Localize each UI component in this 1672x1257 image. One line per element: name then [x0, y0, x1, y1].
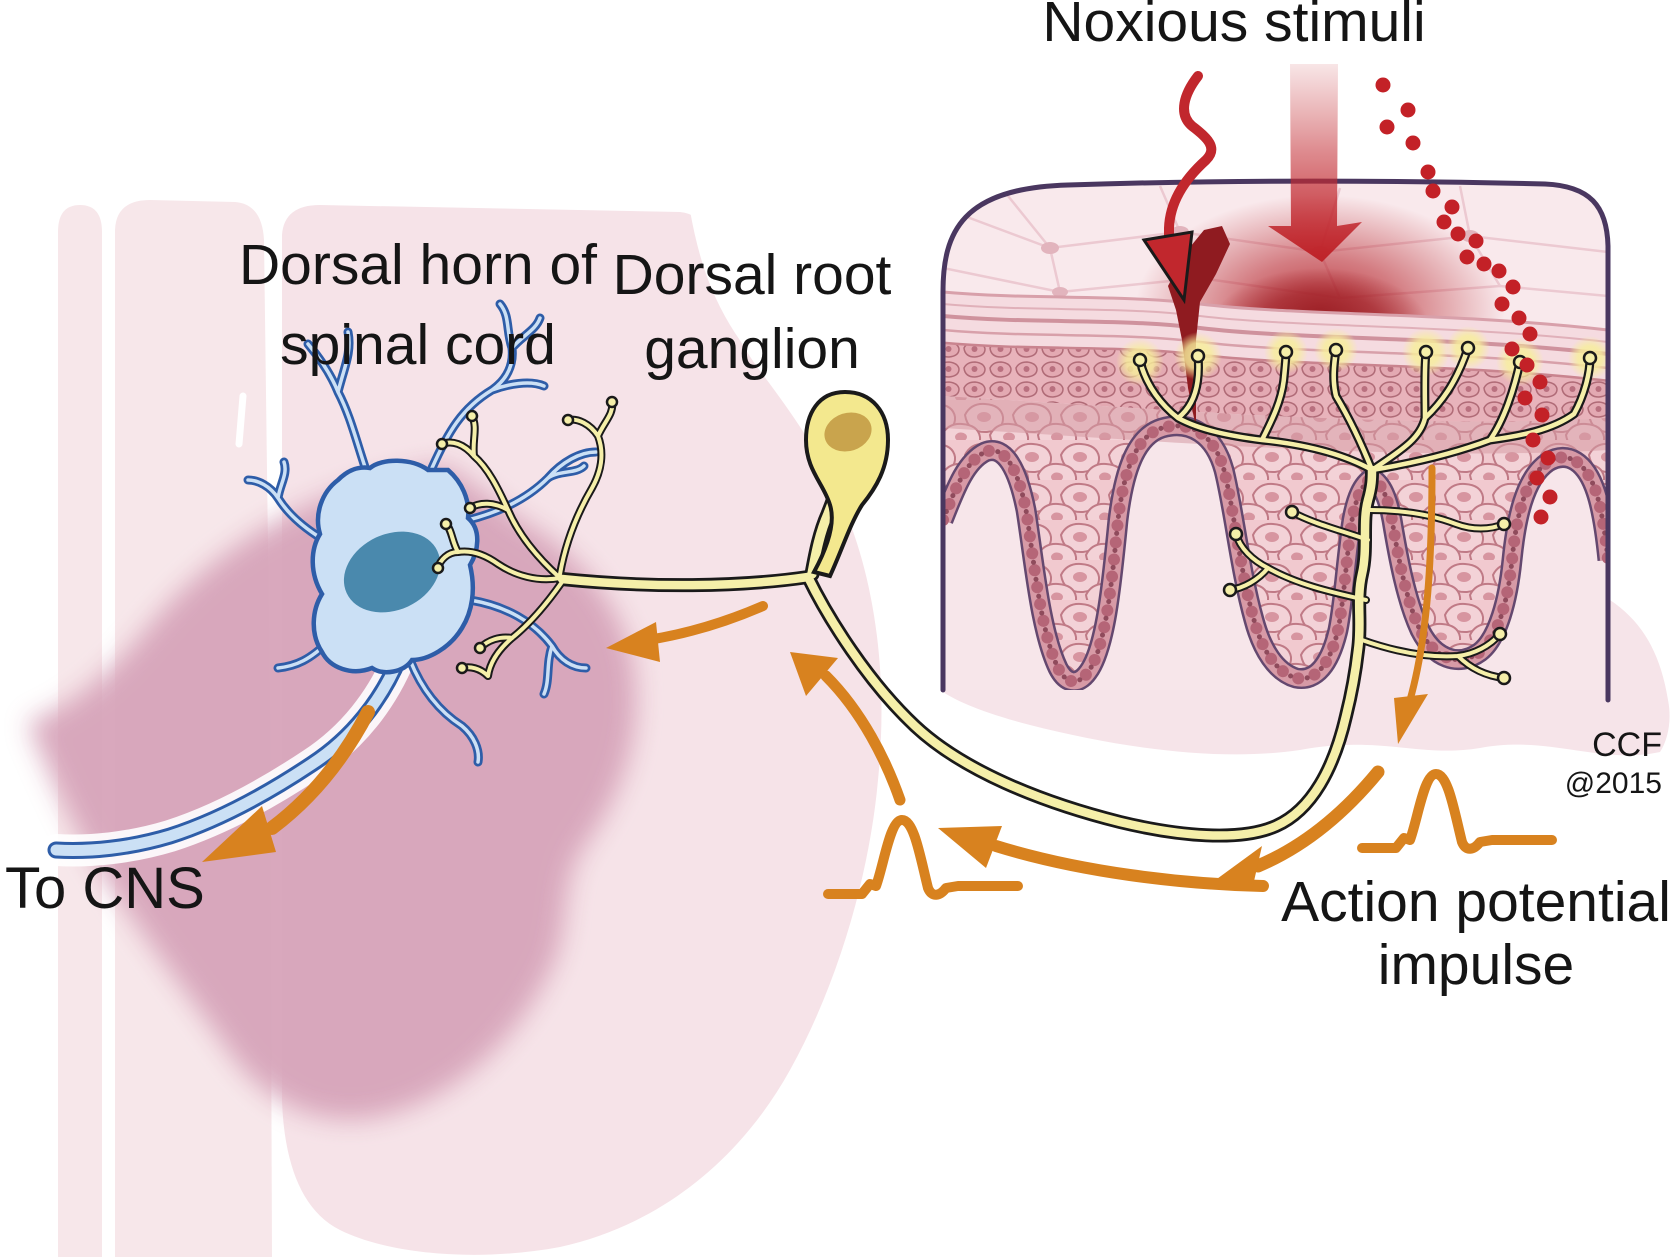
label-action-potential-line1: Action potential [1281, 870, 1671, 934]
label-dorsal-horn-line1: Dorsal horn of [238, 233, 598, 297]
chemical-stimulus-dots [1375, 77, 1558, 525]
arrow-in-skin [1406, 464, 1436, 704]
epidermis-dark-rows [943, 396, 1608, 454]
mechanical-stimulus-arrow [1141, 71, 1217, 305]
label-noxious-stimuli: Noxious stimuli [1042, 0, 1426, 54]
action-potential-waveforms [823, 769, 1557, 900]
credit-line2: @2015 [1564, 767, 1662, 800]
arrow-to-synapse [643, 601, 768, 645]
label-dorsal-root-ganglion-line2: ganglion [644, 317, 860, 381]
arrow-to-cns [265, 705, 375, 835]
thermal-stimulus-arrow [1268, 64, 1362, 262]
neuron-nucleus [343, 531, 441, 613]
drg-nucleus [824, 412, 872, 452]
spike-waveform-right [1357, 769, 1557, 854]
label-to-cns: To CNS [5, 856, 205, 921]
label-dorsal-horn-line2: spinal cord [280, 313, 556, 377]
credit-line1: CCF [1592, 726, 1662, 764]
spike-waveform-left [823, 815, 1023, 900]
impulse-direction-arrows [202, 464, 1436, 892]
credit-watermark: CCF @2015 [1565, 728, 1662, 799]
cord-cleft-small [235, 392, 247, 448]
skin-cross-section [943, 181, 1670, 756]
cord-cleft-highlight [690, 203, 759, 352]
label-dorsal-root-ganglion-line1: Dorsal root [612, 243, 892, 307]
nerve-terminal-bulbs [431, 340, 1598, 686]
arrow-down-fiber [1251, 765, 1385, 873]
skin-border [940, 178, 1611, 703]
primary-afferent-nerve [431, 340, 1598, 836]
arrowheads [202, 622, 1428, 890]
epidermis [943, 396, 1608, 682]
dorsal-horn-neuron [56, 304, 596, 850]
arrow-to-ganglion [820, 670, 906, 806]
noxious-stimuli-arrows [1141, 64, 1558, 525]
gray-matter-horn [28, 465, 636, 1120]
label-action-potential-line2: impulse [1377, 933, 1575, 997]
